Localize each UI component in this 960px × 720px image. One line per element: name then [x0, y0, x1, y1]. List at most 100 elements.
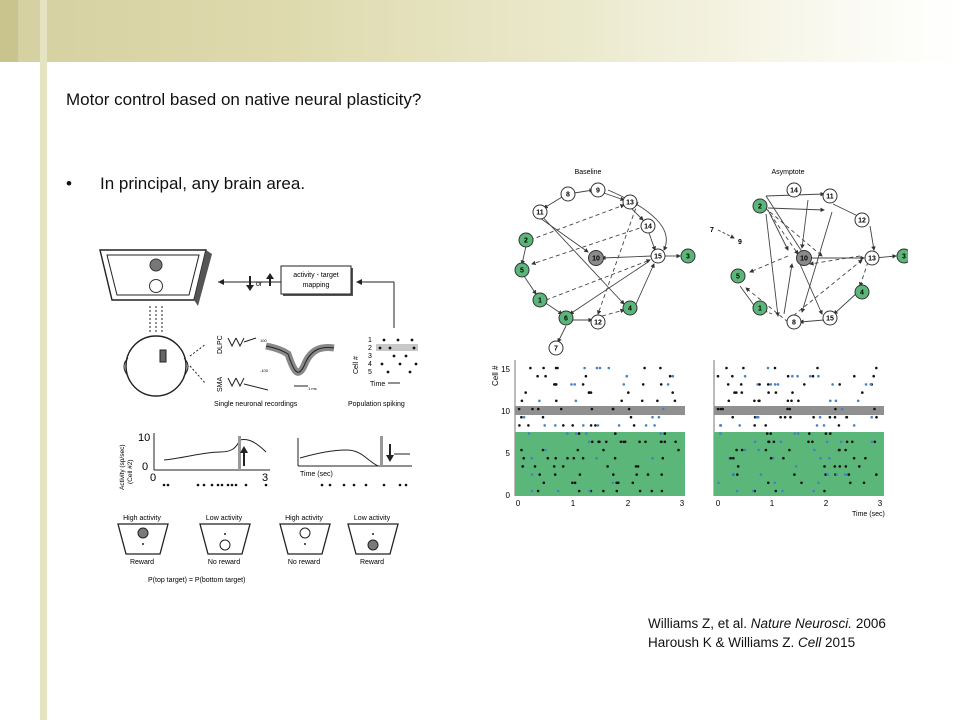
slide-title: Motor control based on native neural pla… [66, 90, 422, 109]
spike-dot [643, 366, 646, 370]
svg-text:9: 9 [738, 239, 742, 246]
spike-dot [522, 456, 525, 460]
spike-dot [786, 399, 790, 403]
asymptote-network [717, 191, 897, 324]
baseline-title: Baseline [575, 169, 602, 176]
spike-dot [660, 473, 663, 476]
spike-dot [614, 432, 617, 435]
svg-text:12: 12 [858, 218, 866, 225]
svg-text:No reward: No reward [208, 559, 240, 566]
svg-text:11: 11 [826, 194, 834, 201]
svg-text:5: 5 [736, 274, 740, 281]
spike-dot [659, 366, 662, 370]
svg-text:12: 12 [594, 320, 602, 327]
spike-dot [791, 391, 794, 394]
spike-dot [869, 383, 873, 386]
spike-dot [606, 465, 609, 468]
spike-dot [786, 374, 790, 378]
spike-dot [769, 456, 773, 460]
svg-text:3: 3 [878, 499, 883, 508]
spike-dot [663, 432, 667, 435]
spike-dot [824, 432, 828, 435]
spike-dot [671, 391, 674, 394]
spike-dot [769, 432, 772, 435]
svg-text:4: 4 [368, 361, 372, 368]
spike-dot [636, 465, 640, 468]
spike-dot [552, 465, 556, 468]
spike-dot [817, 481, 820, 485]
spike-dot [595, 456, 598, 460]
spike-dot [835, 473, 838, 476]
spike-dot [562, 424, 565, 427]
spike-dot [764, 448, 768, 452]
spike-dot [756, 383, 759, 386]
spike-dot [650, 489, 654, 493]
spike-dot [663, 440, 667, 444]
svg-text:10: 10 [501, 407, 510, 416]
spike-dot [743, 448, 747, 452]
spike-dot [851, 440, 854, 444]
svg-text:0: 0 [142, 461, 148, 473]
spike-dot [838, 383, 841, 386]
spike-dot [813, 448, 816, 452]
spike-dot [840, 407, 844, 411]
bullet-text: In principal, any brain area. [100, 174, 306, 193]
spike-dot [861, 391, 864, 394]
svg-text:5: 5 [506, 449, 511, 458]
spike-dot [578, 473, 582, 476]
spike-dot [589, 391, 593, 394]
mapping-box: activity - target mapping [280, 265, 353, 296]
spike-dot [870, 415, 873, 419]
spike-dot [852, 424, 856, 427]
spike-dot [598, 440, 601, 444]
raster-ylabel: Cell # [491, 365, 500, 386]
spike-dot [536, 489, 540, 493]
spike-dot [800, 481, 803, 485]
spike-dot [811, 374, 815, 378]
svg-text:3: 3 [262, 472, 268, 484]
spike-dot [640, 399, 644, 403]
spike-dot [845, 440, 849, 444]
spike-dot [733, 391, 736, 394]
svg-text:15: 15 [501, 365, 510, 374]
spike-dot [520, 399, 524, 403]
spike-dot [796, 432, 800, 435]
spike-dot [571, 481, 574, 485]
spike-dot [788, 448, 791, 452]
spike-dot [772, 440, 776, 444]
spike-dot [781, 489, 784, 493]
spike-dot [613, 456, 617, 460]
spike-dot [635, 473, 638, 476]
spike-dot [845, 415, 849, 419]
svg-text:1: 1 [538, 298, 542, 305]
svg-text:9: 9 [596, 188, 600, 195]
spike-dot [793, 473, 796, 476]
svg-text:High activity: High activity [285, 515, 323, 522]
spike-dot [823, 489, 826, 493]
spike-dot [577, 432, 581, 435]
spike-dot [646, 473, 650, 476]
asymptote-title: Asymptote [771, 169, 804, 176]
spike-dot [627, 407, 631, 411]
spike-dot [875, 366, 878, 370]
mapping-line-2: mapping [303, 282, 330, 289]
svg-text:4: 4 [860, 290, 864, 297]
baseline-control-row [515, 406, 685, 415]
spike-dot [856, 399, 860, 403]
spike-dot [543, 424, 546, 427]
spike-dot [759, 473, 763, 476]
svg-text:2: 2 [368, 345, 372, 352]
spike-dot [735, 391, 738, 394]
dlpc-label: DLPC [217, 335, 224, 354]
spike-dot [790, 399, 793, 403]
spike-dot [774, 489, 778, 493]
spike-dot [661, 456, 665, 460]
spike-dot [719, 407, 722, 411]
spike-dot [522, 415, 526, 419]
svg-text:High activity: High activity [123, 515, 161, 522]
sma-label: SMA [217, 377, 224, 393]
spike-dot [533, 465, 537, 468]
spike-dot [531, 407, 534, 411]
activity-plot: Activity (sp/sec) (Cell #2) 10 0 0 3 Tim… [119, 432, 412, 490]
spike-dot [831, 383, 834, 386]
